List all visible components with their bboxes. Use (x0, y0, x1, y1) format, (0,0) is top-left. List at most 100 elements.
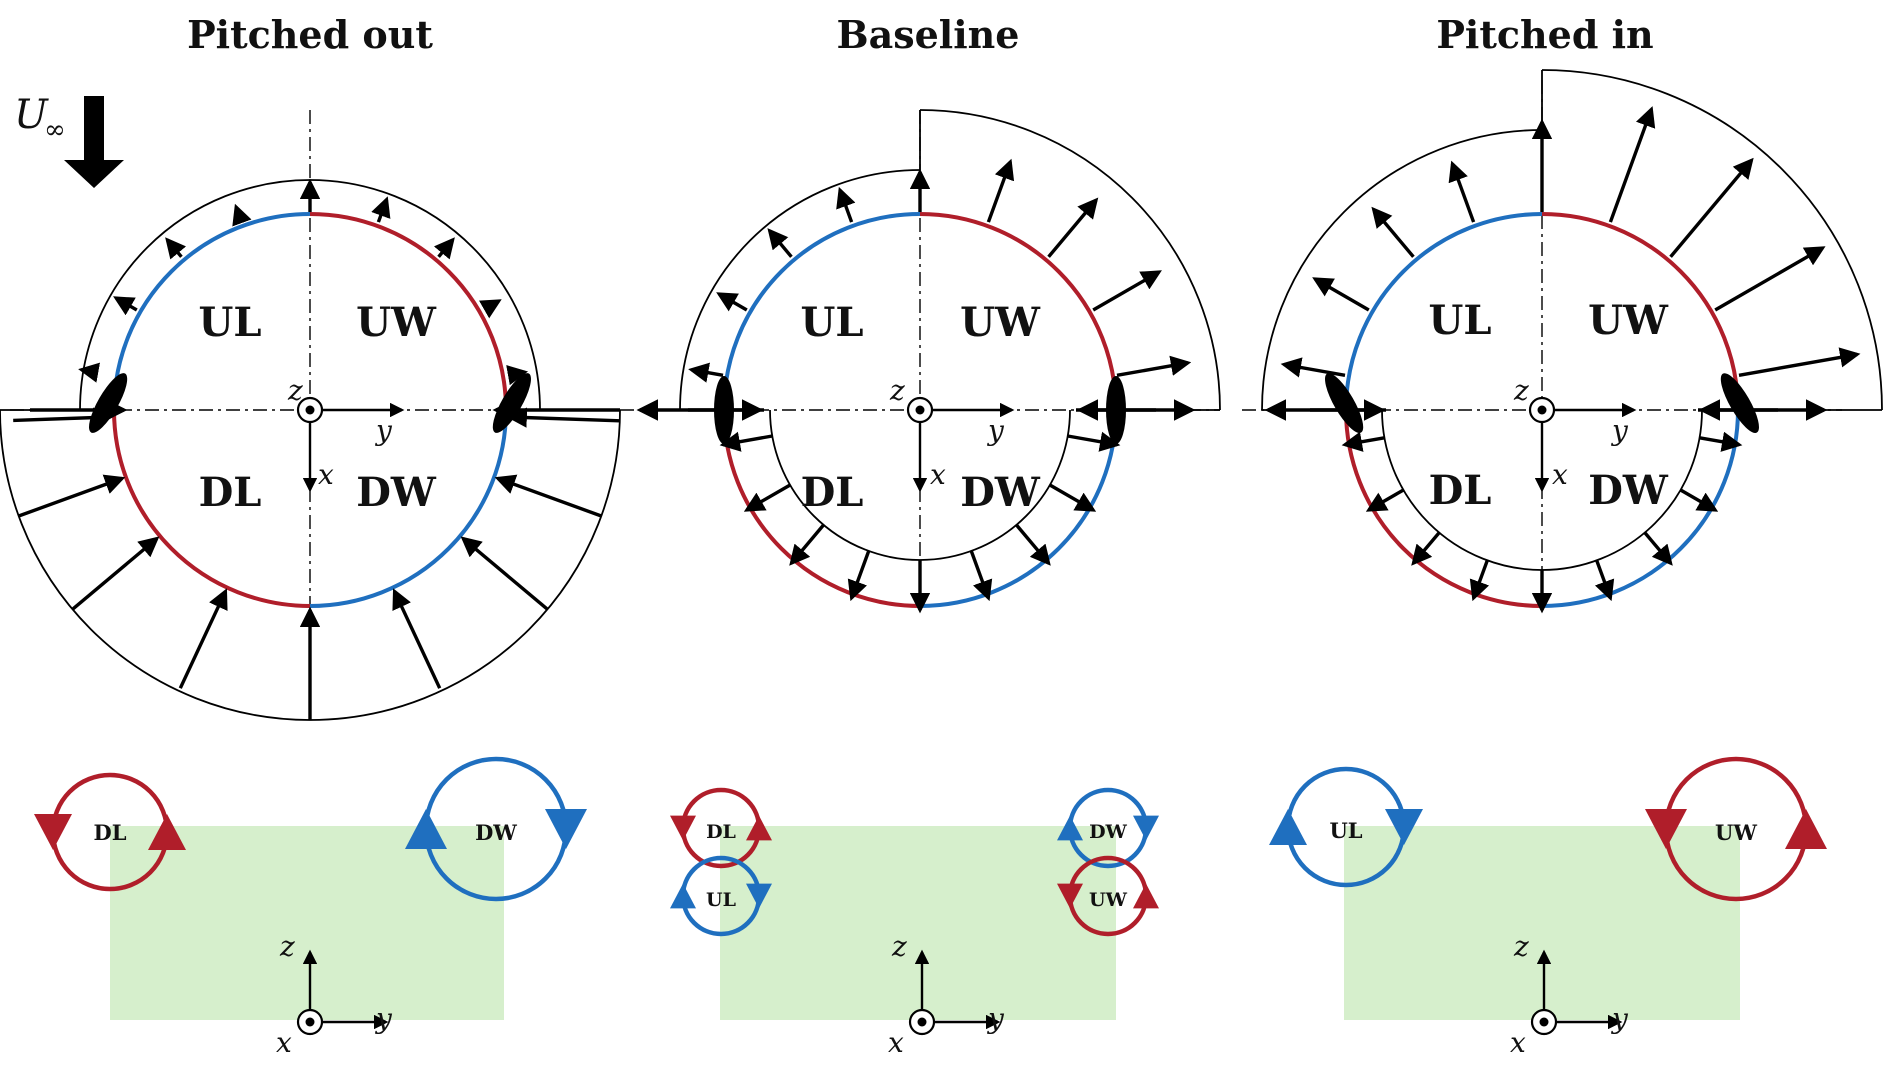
axis-z-label-2: z (889, 374, 905, 407)
circle-diagram-baseline (620, 109, 1221, 614)
vortex-triangle-right-icon (1133, 815, 1159, 841)
z-axis-out-dot (1537, 405, 1547, 415)
vortex-triangle-left-icon (34, 813, 72, 851)
blade-airfoil (492, 373, 531, 433)
force-arrow (1411, 531, 1441, 566)
rotor-arc-dl (1344, 409, 1543, 608)
vortex-uw (1645, 756, 1827, 902)
quad-label-dl-1: DL (199, 469, 262, 516)
force-arrow (1448, 160, 1476, 223)
quad-label-uw-2: UW (960, 299, 1041, 346)
axis-y-label-1: y (374, 414, 393, 447)
vortex-dl (34, 772, 186, 892)
force-arrow (688, 362, 724, 383)
bottom-axis-x-2: x (888, 1026, 904, 1059)
wake-region-rect (1344, 826, 1740, 1020)
axis-z-label-3: z (1513, 374, 1529, 407)
vortex-triangle-right-icon (746, 815, 772, 841)
rotor-arc-ul (722, 212, 921, 411)
envelope-arc (1261, 129, 1543, 411)
force-arrow (1067, 431, 1121, 452)
bottom-x-axis-out-dot (305, 1017, 315, 1027)
rotor-arc-dl (722, 409, 921, 608)
force-arrow (836, 186, 856, 223)
quad-label-ul-1: UL (198, 299, 261, 346)
quad-label-dl-2: DL (801, 469, 864, 516)
envelope-arc (769, 409, 921, 561)
rotor-arc-ul (112, 212, 311, 411)
freestream-indicator: U ∞ (14, 92, 124, 188)
bottom-axis-y-3: y (1610, 1002, 1629, 1035)
vortex-dw (405, 756, 587, 902)
vortex-label-dl-2: DL (706, 821, 736, 843)
force-arrow (1092, 270, 1162, 312)
rotor-arc-ul (1344, 212, 1543, 411)
z-axis-out-dot (915, 405, 925, 415)
force-arrow (1116, 355, 1192, 377)
force-arrow (1699, 431, 1743, 452)
blade-airfoil (1325, 373, 1364, 433)
bottom-axis-x-1: x (276, 1026, 292, 1059)
vortex-triangle-left-icon (1057, 815, 1083, 841)
rotor-arc-uw (1541, 212, 1740, 411)
vortex-ul (1269, 766, 1423, 888)
wake-region-rect (110, 826, 504, 1020)
force-arrow (1047, 197, 1099, 258)
envelope-arc (79, 179, 311, 411)
vortex-triangle-left-icon (405, 809, 447, 849)
envelope-arc (1381, 409, 1543, 571)
rotor-arc-uw (919, 212, 1118, 411)
force-arrow (392, 588, 442, 689)
vortex-panel-baseline (670, 787, 1159, 1036)
force-arrow (18, 474, 126, 518)
vortex-triangle-left-icon (670, 883, 696, 909)
rotor-arc-dw (919, 409, 1118, 608)
circle-diagram-pitched-in (1242, 69, 1883, 614)
rotor-arc-dl (112, 409, 311, 608)
envelope-arc (1541, 69, 1883, 411)
force-arrow (165, 237, 187, 260)
envelope-arc (919, 409, 1071, 561)
rotor-arc-dw (309, 409, 508, 608)
quad-label-ul-2: UL (800, 299, 863, 346)
axis-y-label-3: y (1610, 414, 1629, 447)
force-arrow (1365, 488, 1405, 512)
panel-title-pitched-in: Pitched in (1436, 12, 1653, 57)
freestream-subscript: ∞ (44, 115, 66, 145)
vortex-label-uw-3: UW (1715, 820, 1757, 845)
vortex-panel-pitched-in (1269, 756, 1827, 1036)
blade-airfoil (1106, 376, 1126, 444)
axis-x-label-2: x (930, 458, 946, 491)
force-arrow (1280, 357, 1346, 378)
vortex-triangle-left-icon (1645, 809, 1687, 849)
force-arrow (789, 523, 825, 566)
vortex-label-uw-2: UW (1089, 889, 1128, 911)
freestream-label: U (14, 92, 49, 138)
force-arrow (986, 158, 1015, 223)
force-arrow (1594, 559, 1615, 602)
panel-title-pitched-out: Pitched out (187, 12, 433, 57)
envelope-arc (309, 409, 621, 721)
force-arrow (969, 550, 993, 602)
force-arrow (232, 203, 252, 227)
axis-z-label-1: z (287, 374, 303, 407)
panel-2-labels: UL UW DL DW z y x (800, 299, 1040, 516)
rotor-arc-dw (1541, 409, 1740, 608)
quad-label-uw-1: UW (356, 299, 437, 346)
vortex-triangle-left-icon (1269, 808, 1307, 846)
force-arrow (71, 536, 160, 611)
force-arrow (178, 588, 228, 689)
vortex-triangle-right-icon (148, 813, 186, 851)
bottom-axis-z-3: z (1513, 930, 1529, 963)
force-arrow (78, 362, 101, 383)
bottom-axis-x-3: x (1510, 1026, 1526, 1059)
vortex-triangle-right-icon (545, 809, 587, 849)
force-arrow (1469, 559, 1490, 602)
force-arrow (113, 296, 138, 316)
force-arrow (506, 365, 529, 386)
vortex-label-dl-1: DL (94, 820, 127, 845)
freestream-arrow-icon (64, 96, 124, 188)
vortex-label-dw-1: DW (475, 820, 517, 845)
vortex-triangle-right-icon (1785, 809, 1827, 849)
